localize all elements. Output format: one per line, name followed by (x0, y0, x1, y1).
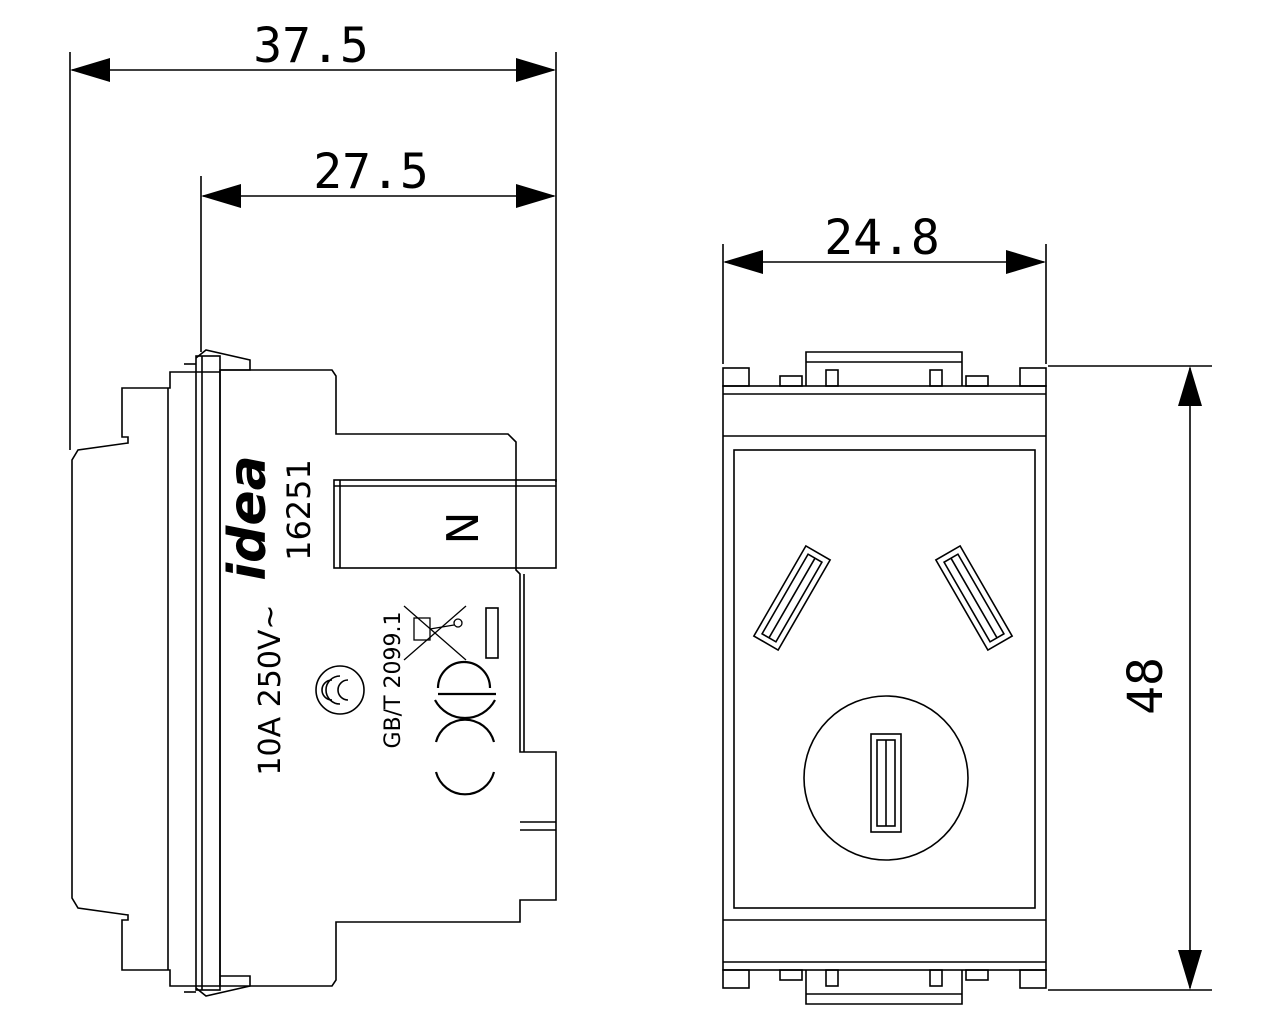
dimension-label: 48 (1118, 657, 1174, 715)
standard-label: GB/T 2099.1 (381, 612, 406, 749)
neutral-label: N (438, 512, 489, 545)
bottom-tab (929, 969, 943, 987)
earth-slot (870, 733, 902, 833)
top-tab (965, 375, 989, 387)
arrowhead (1006, 250, 1046, 274)
corner-tab (722, 969, 750, 989)
bottom-latch (805, 970, 963, 1005)
rear-housing (71, 371, 220, 987)
arrowhead (516, 184, 556, 208)
bottom-tab (779, 969, 803, 981)
earth-slot-ring (803, 695, 969, 861)
dimension-width: 24.8 (722, 210, 1047, 364)
arrowhead (201, 184, 241, 208)
top-latch (805, 351, 963, 386)
socket-face (733, 449, 1036, 909)
top-clip (195, 349, 251, 371)
main-body (219, 369, 557, 987)
arrowhead (723, 250, 763, 274)
mounting-frame (195, 355, 221, 991)
dimension-label: 37.5 (253, 18, 369, 74)
ce-mark-icon (434, 718, 496, 796)
arrowhead (1178, 950, 1202, 990)
dimension-body-depth: 27.5 (200, 144, 556, 352)
side-view: 37.5 27.5 N idea 16251 1 (69, 18, 557, 997)
live-slot (934, 544, 1014, 652)
arrowhead (516, 58, 556, 82)
top-tab (929, 369, 943, 387)
bar-mark (485, 607, 499, 659)
dimension-overall-depth: 37.5 (69, 18, 557, 482)
arrowhead (1178, 366, 1202, 406)
dimension-height: 48 (1048, 365, 1212, 991)
model-number: 16251 (280, 459, 318, 561)
dimension-label: 27.5 (313, 144, 429, 200)
weee-bin-icon (403, 605, 467, 661)
arrowhead (70, 58, 110, 82)
bottom-tab (825, 969, 839, 987)
live-slot (752, 544, 832, 652)
corner-tab (1019, 367, 1047, 387)
bottom-tab (965, 969, 989, 981)
front-plate (722, 385, 1047, 971)
dimension-label: 24.8 (824, 210, 940, 266)
ccc-mark-icon (315, 665, 365, 715)
neutral-pin (333, 479, 557, 569)
top-tab (779, 375, 803, 387)
corner-tab (1019, 969, 1047, 989)
rating-label: 10A 250V~ (253, 604, 288, 775)
top-tab (825, 369, 839, 387)
brand-logo: idea (218, 455, 278, 580)
front-view: 24.8 48 (722, 210, 1212, 1005)
ce-mark-icon (434, 660, 496, 720)
corner-tab (722, 367, 750, 387)
